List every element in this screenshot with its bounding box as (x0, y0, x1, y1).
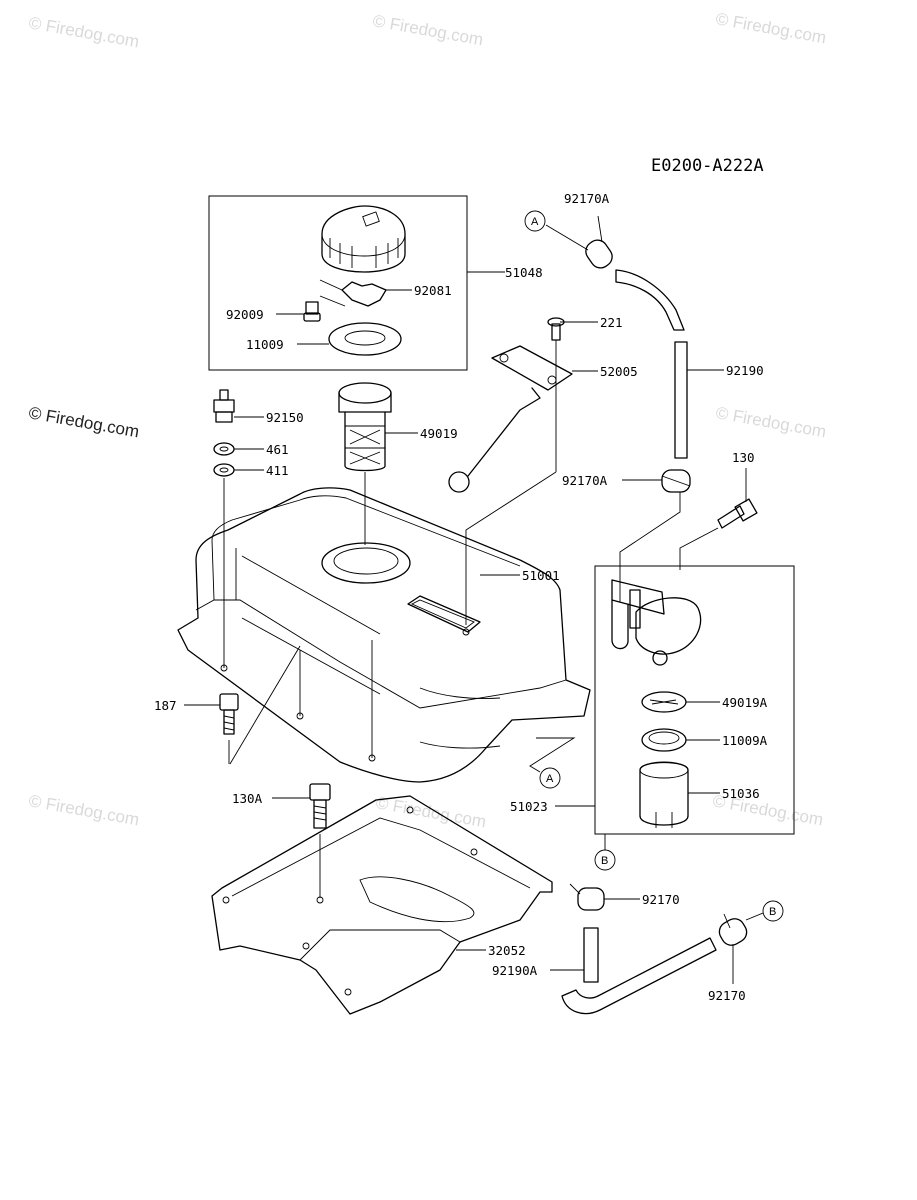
bolt-130 (717, 498, 758, 529)
hose-92190-lower (674, 341, 688, 459)
oring-11009A (641, 728, 687, 752)
part-label: 130A (232, 791, 263, 806)
leader-ref-a-top (545, 224, 589, 251)
part-label: 92170A (564, 191, 610, 206)
hose-92190-upper (615, 269, 685, 331)
part-label: 51036 (722, 786, 760, 801)
washer-461 (213, 442, 235, 456)
bolt-92150 (213, 389, 235, 423)
ref-circle-a-bottom: A (539, 767, 561, 789)
cap-link (319, 279, 346, 307)
bolt-187 (219, 693, 239, 735)
leader-tank-to-a (529, 737, 576, 773)
watermark: © Firedog.com (371, 11, 484, 49)
part-label: 92150 (266, 410, 304, 425)
ref-circle-a-top: A (524, 210, 546, 232)
part-label: 221 (600, 315, 623, 330)
ref-circle-b-right: B (762, 900, 784, 922)
fuel-tank (177, 487, 591, 783)
part-label: 92170 (642, 892, 680, 907)
part-label: 51023 (510, 799, 548, 814)
watermark: © Firedog.com (27, 13, 140, 51)
leader-130-to-cock (679, 527, 719, 570)
bolt-130A (309, 783, 331, 829)
screw-221 (547, 317, 565, 341)
part-label: 11009 (246, 337, 284, 352)
part-label: 92190 (726, 363, 764, 378)
part-label: 461 (266, 442, 289, 457)
fuel-cock-box (594, 565, 795, 835)
cap-gasket (341, 281, 387, 307)
part-labels: 92170A 51048 92081 92009 221 11009 52005… (154, 191, 768, 1003)
part-label: 92170 (708, 988, 746, 1003)
watermark: © Firedog.com (374, 793, 487, 831)
part-label: 187 (154, 698, 177, 713)
part-label: 411 (266, 463, 289, 478)
part-label: 51001 (522, 568, 560, 583)
cap-assembly-box (208, 195, 468, 371)
part-label: 11009A (722, 733, 768, 748)
bottom-plate-32052 (211, 795, 553, 1015)
part-label: 92009 (226, 307, 264, 322)
fuel-cap (321, 205, 406, 273)
diagram-code: E0200-A222A (651, 156, 764, 176)
part-label: 130 (732, 450, 755, 465)
svg-text:B: B (601, 855, 608, 867)
part-label: 92190A (492, 963, 538, 978)
svg-text:A: A (531, 216, 539, 228)
washer-11009 (328, 322, 402, 356)
part-label: 92081 (414, 283, 452, 298)
leader-gauge-to-tank (465, 471, 557, 625)
clip-92170A-top (585, 215, 613, 269)
part-label: 49019 (420, 426, 458, 441)
leader-hose-to-cock (619, 492, 681, 602)
part-label: 51048 (505, 265, 543, 280)
clip-92170-b (718, 913, 748, 946)
cup-51036 (639, 761, 689, 828)
part-label: 52005 (600, 364, 638, 379)
strainer-49019 (338, 382, 392, 472)
watermark-highlighted: © Firedog.com (27, 403, 140, 441)
ref-circle-b-mid: B (594, 849, 616, 871)
part-label: 49019A (722, 695, 768, 710)
watermark-layer: © Firedog.com © Firedog.com © Firedog.co… (27, 9, 827, 831)
screw-92009 (303, 301, 321, 322)
clip-92170-a (569, 883, 605, 911)
svg-text:B: B (769, 906, 776, 918)
leader-tank-inner (229, 645, 301, 765)
washer-411 (213, 463, 235, 477)
clip-92170A-mid (661, 469, 691, 493)
watermark: © Firedog.com (714, 9, 827, 47)
leader-b-right (745, 912, 764, 921)
part-label: 32052 (488, 943, 526, 958)
svg-text:A: A (546, 773, 554, 785)
watermark: © Firedog.com (714, 403, 827, 441)
part-label: 92170A (562, 473, 608, 488)
watermark: © Firedog.com (27, 791, 140, 829)
fuel-cock (611, 579, 702, 666)
filter-49019A (641, 691, 687, 713)
hose-92190A (561, 927, 717, 1015)
